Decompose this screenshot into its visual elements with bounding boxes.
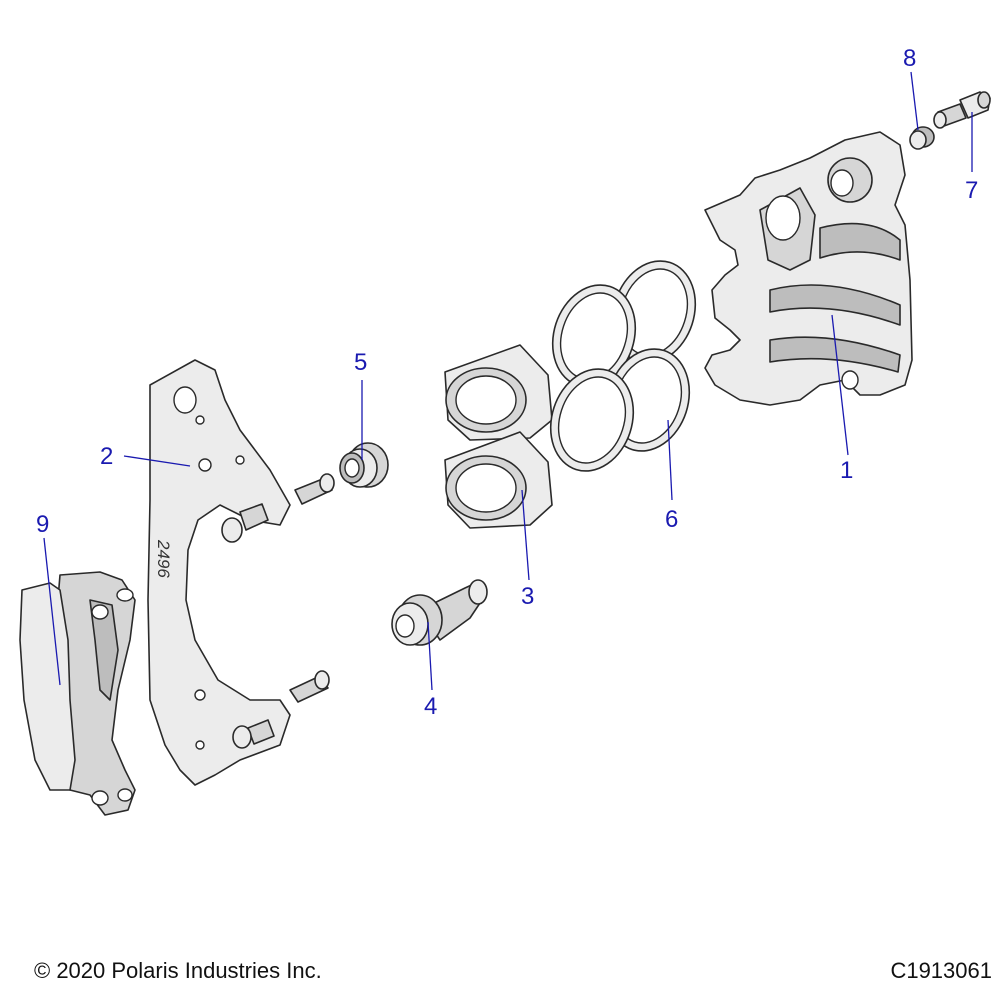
callout-6: 6 (665, 506, 678, 533)
leader-lines (43, 71, 973, 691)
callout-7: 7 (965, 177, 978, 204)
part-brake-pad (19, 571, 136, 816)
part-bleeder-screw (933, 91, 991, 129)
callout-1: 1 (840, 457, 853, 484)
callout-9: 9 (36, 511, 49, 538)
leader-line-6 (667, 419, 673, 501)
part-seals (549, 260, 697, 472)
leader-line-9 (43, 537, 61, 686)
leader-line-4 (427, 621, 433, 691)
leader-line-8 (910, 71, 919, 131)
part-boot-upper (339, 442, 389, 488)
leader-line-3 (521, 489, 530, 581)
callout-5: 5 (354, 349, 367, 376)
callout-labels: 1 2 3 4 5 6 7 8 9 (36, 45, 978, 720)
callout-4: 4 (424, 693, 437, 720)
part-caliper-body (704, 131, 913, 406)
bracket-stamp-text: 2496 (154, 539, 173, 578)
part-caliper-bracket: 2496 (147, 359, 335, 786)
part-bleeder-cap (909, 126, 935, 150)
callout-2: 2 (100, 443, 113, 470)
leader-line-2 (123, 455, 191, 467)
copyright-text: © 2020 Polaris Industries Inc. (34, 958, 322, 983)
leader-line-1 (831, 314, 849, 456)
part-slide-pin-with-boot (391, 579, 488, 646)
callout-3: 3 (521, 583, 534, 610)
drawing-id-text: C1913061 (890, 958, 992, 983)
part-pistons (444, 344, 553, 529)
callout-8: 8 (903, 45, 916, 72)
